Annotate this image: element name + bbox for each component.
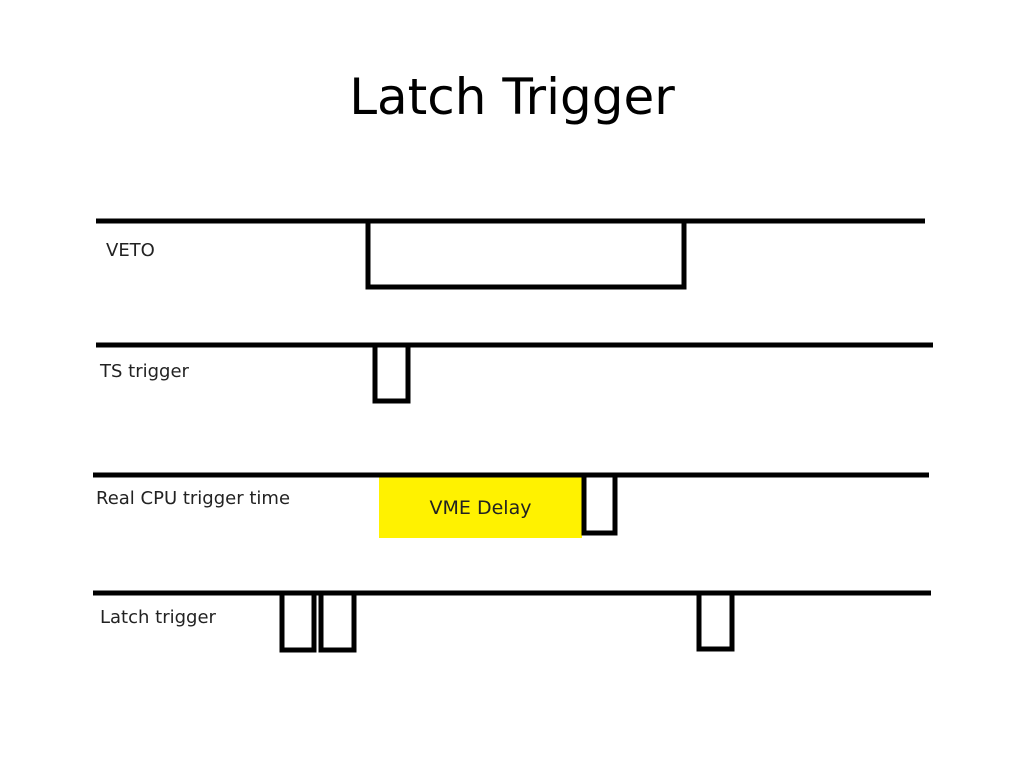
signal-label-ts-trigger: TS trigger (100, 361, 189, 382)
latch-trigger-pulse-2 (318, 595, 357, 653)
signal-label-veto: VETO (106, 240, 155, 261)
cpu-trigger-pulse (581, 477, 618, 536)
latch-trigger-pulse-3 (696, 595, 735, 652)
signal-label-latch-trigger: Latch trigger (100, 607, 216, 628)
ts-trigger-pulse (372, 347, 411, 404)
vme-delay-box (379, 477, 582, 538)
signal-label-cpu-trigger-time: Real CPU trigger time (96, 488, 291, 509)
latch-trigger-pulse-1 (279, 595, 317, 653)
veto-pulse (365, 223, 687, 290)
page-title: Latch Trigger (349, 68, 675, 126)
